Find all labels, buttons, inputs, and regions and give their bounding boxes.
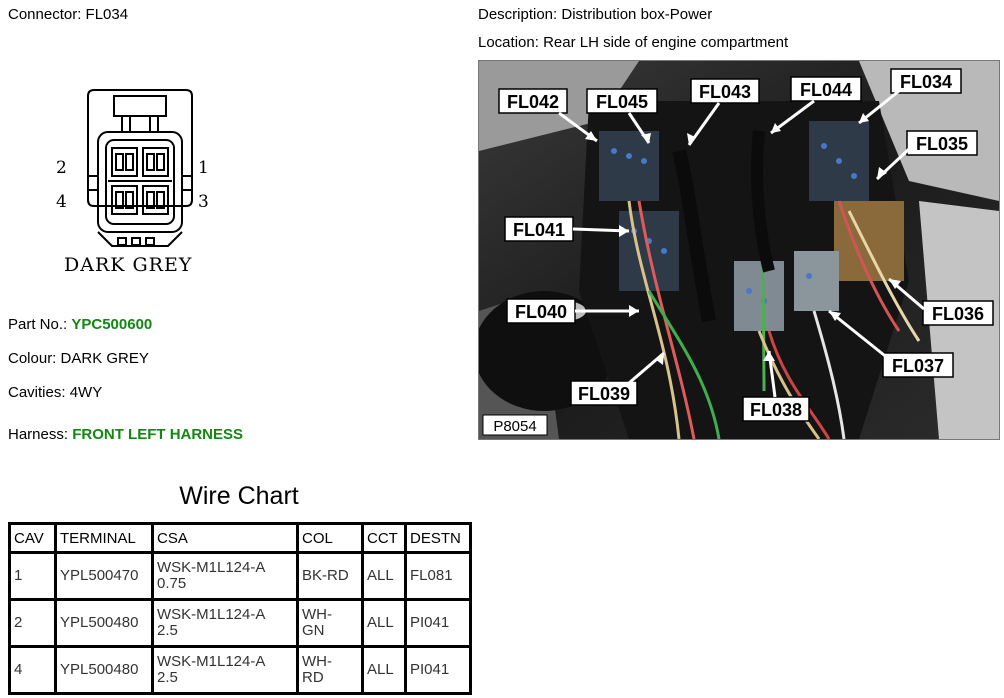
colour-value: DARK GREY bbox=[60, 350, 149, 367]
description-label: Description: bbox=[478, 6, 558, 23]
col-part1: WH- bbox=[302, 606, 332, 623]
location-value: Rear LH side of engine compartment bbox=[543, 34, 789, 51]
cavities-label: Cavities: bbox=[8, 384, 66, 401]
callout-fl037: FL037 bbox=[892, 356, 944, 376]
cell-terminal: YPL500470 bbox=[54, 551, 154, 601]
part-no-label: Part No.: bbox=[8, 316, 68, 333]
csa-size: 2.5 bbox=[157, 622, 178, 639]
cell-col: WH-GN bbox=[296, 598, 364, 648]
cell-destn: PI041 bbox=[404, 645, 472, 695]
wire-chart-table: CAV TERMINAL CSA COL CCT DESTN 1 YPL5004… bbox=[8, 522, 472, 695]
part-no-line: Part No.: YPC500600 bbox=[8, 316, 152, 333]
col-part1: BK-RD bbox=[302, 567, 349, 584]
csa-spec: WSK-M1L124-A bbox=[157, 559, 266, 576]
cavity-label-1: 1 bbox=[198, 158, 209, 178]
cell-destn: FL081 bbox=[404, 551, 472, 601]
header-cct: CCT bbox=[361, 522, 407, 554]
cell-cav: 4 bbox=[8, 645, 57, 695]
csa-spec: WSK-M1L124-A bbox=[157, 606, 266, 623]
header-col: COL bbox=[296, 522, 364, 554]
table-header-row: CAV TERMINAL CSA COL CCT DESTN bbox=[8, 522, 472, 554]
callout-fl042: FL042 bbox=[507, 92, 559, 112]
callout-fl044: FL044 bbox=[800, 80, 852, 100]
cell-destn: PI041 bbox=[404, 598, 472, 648]
drawing-colour-caption: DARK GREY bbox=[64, 254, 193, 276]
col-part1: WH- bbox=[302, 653, 332, 670]
connector-label: Connector: bbox=[8, 6, 82, 23]
callout-fl041: FL041 bbox=[513, 220, 565, 240]
description-line: Description: Distribution box-Power bbox=[478, 6, 712, 23]
cavities-value: 4WY bbox=[69, 384, 103, 401]
cavity-label-4: 4 bbox=[56, 192, 67, 212]
header-csa: CSA bbox=[151, 522, 299, 554]
location-line: Location: Rear LH side of engine compart… bbox=[478, 34, 788, 51]
cell-cct: ALL bbox=[361, 645, 407, 695]
col-part2: RD bbox=[302, 669, 324, 686]
csa-spec: WSK-M1L124-A bbox=[157, 653, 266, 670]
location-label: Location: bbox=[478, 34, 539, 51]
harness-label: Harness: bbox=[8, 426, 69, 443]
cell-cct: ALL bbox=[361, 598, 407, 648]
cell-terminal: YPL500480 bbox=[54, 645, 154, 695]
csa-size: 0.75 bbox=[157, 575, 187, 592]
cell-cav: 2 bbox=[8, 598, 57, 648]
engine-compartment-photo: FL042 FL045 FL043 FL044 FL034 FL035 FL04… bbox=[478, 60, 1000, 440]
header-terminal: TERMINAL bbox=[54, 522, 154, 554]
cell-terminal: YPL500480 bbox=[54, 598, 154, 648]
header-cav: CAV bbox=[8, 522, 57, 554]
wire-chart-title: Wire Chart bbox=[179, 482, 299, 510]
callout-fl035: FL035 bbox=[916, 134, 968, 154]
callout-fl043: FL043 bbox=[699, 82, 751, 102]
cavities-line: Cavities: 4WY bbox=[8, 384, 102, 401]
callout-fl034: FL034 bbox=[900, 72, 952, 92]
callout-fl040: FL040 bbox=[515, 302, 567, 322]
cavity-label-3: 3 bbox=[198, 192, 209, 212]
cell-col: WH-RD bbox=[296, 645, 364, 695]
cell-cav: 1 bbox=[8, 551, 57, 601]
part-no-link[interactable]: YPC500600 bbox=[71, 316, 153, 333]
cell-cct: ALL bbox=[361, 551, 407, 601]
harness-line: Harness: FRONT LEFT HARNESS bbox=[8, 426, 243, 443]
callout-fl036: FL036 bbox=[932, 304, 984, 324]
cell-col: BK-RD bbox=[296, 551, 364, 601]
header-destn: DESTN bbox=[404, 522, 472, 554]
harness-link[interactable]: FRONT LEFT HARNESS bbox=[72, 426, 244, 443]
colour-label: Colour: bbox=[8, 350, 57, 367]
connector-face-drawing bbox=[87, 89, 193, 247]
connector-value: FL034 bbox=[85, 6, 129, 23]
csa-size: 2.5 bbox=[157, 669, 178, 686]
colour-line: Colour: DARK GREY bbox=[8, 350, 149, 367]
callout-fl039: FL039 bbox=[578, 384, 630, 404]
photo-code: P8054 bbox=[493, 418, 536, 435]
description-value: Distribution box-Power bbox=[561, 6, 713, 23]
connector-id-line: Connector: FL034 bbox=[8, 6, 128, 23]
callout-fl038: FL038 bbox=[750, 400, 802, 420]
col-part2: GN bbox=[302, 622, 325, 639]
cavity-label-2: 2 bbox=[56, 158, 67, 178]
callout-fl045: FL045 bbox=[596, 92, 648, 112]
